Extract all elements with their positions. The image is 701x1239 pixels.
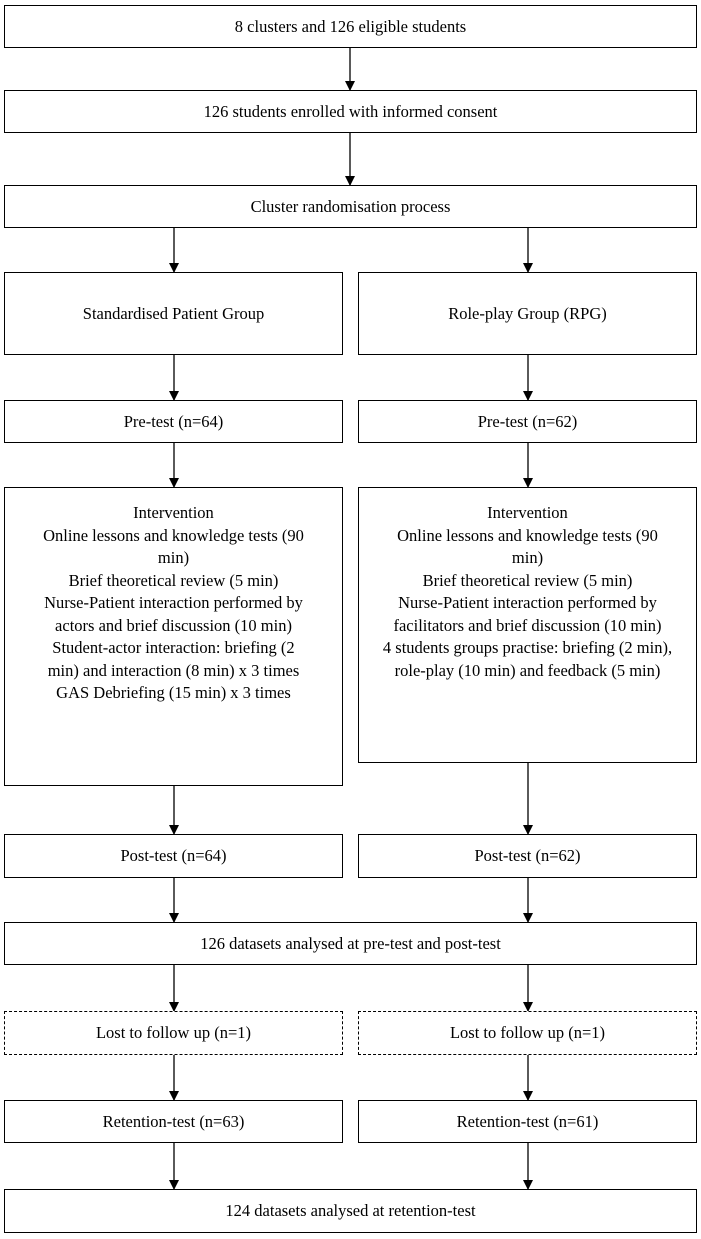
- rp-intervention-line: min): [511, 548, 544, 567]
- sp-intervention-line: Brief theoretical review (5 min): [68, 570, 279, 590]
- rp-intervention-line: facilitators and brief discussion (10 mi…: [393, 615, 662, 635]
- sp-intervention-line: Student-actor interaction: briefing (2: [52, 638, 295, 657]
- rp-intervention-line: Nurse-Patient interaction performed by: [398, 593, 657, 612]
- sp-intervention-line: actors and brief discussion (10 min): [55, 615, 292, 635]
- rp-lost-box: Lost to follow up (n=1): [358, 1011, 697, 1055]
- sp-intervention-box: Intervention Online lessons and knowledg…: [4, 487, 343, 786]
- sp-intervention-line: GAS Debriefing (15 min) x 3 times: [56, 683, 291, 702]
- final-analysis-box: 124 datasets analysed at retention-test: [4, 1189, 697, 1233]
- rp-group-box: Role-play Group (RPG): [358, 272, 697, 355]
- rp-intervention-line: Intervention: [487, 503, 568, 522]
- sp-posttest-box: Post-test (n=64): [4, 834, 343, 878]
- sp-intervention-line: Online lessons and knowledge tests (90: [43, 525, 304, 545]
- sp-lost-box: Lost to follow up (n=1): [4, 1011, 343, 1055]
- sp-intervention-line: Intervention: [133, 503, 214, 522]
- rp-intervention-line: Online lessons and knowledge tests (90: [397, 525, 658, 545]
- rp-intervention-line: role-play (10 min) and feedback (5 min): [394, 660, 661, 680]
- randomisation-box: Cluster randomisation process: [4, 185, 697, 228]
- sp-intervention-line: Nurse-Patient interaction performed by: [44, 593, 303, 612]
- sp-intervention-line: min) and interaction (8 min) x 3 times: [47, 660, 300, 680]
- sp-pretest-box: Pre-test (n=64): [4, 400, 343, 443]
- sp-group-box: Standardised Patient Group: [4, 272, 343, 355]
- sp-intervention-line: min): [157, 548, 190, 567]
- combined-analysis-box: 126 datasets analysed at pre-test and po…: [4, 922, 697, 965]
- rp-intervention-box: Intervention Online lessons and knowledg…: [358, 487, 697, 763]
- sp-retention-box: Retention-test (n=63): [4, 1100, 343, 1143]
- rp-intervention-line: 4 students groups practise: briefing (2 …: [382, 638, 673, 657]
- rp-posttest-box: Post-test (n=62): [358, 834, 697, 878]
- consent-box: 126 students enrolled with informed cons…: [4, 90, 697, 133]
- rp-pretest-box: Pre-test (n=62): [358, 400, 697, 443]
- rp-retention-box: Retention-test (n=61): [358, 1100, 697, 1143]
- enrolment-box: 8 clusters and 126 eligible students: [4, 5, 697, 48]
- rp-intervention-line: Brief theoretical review (5 min): [422, 570, 633, 590]
